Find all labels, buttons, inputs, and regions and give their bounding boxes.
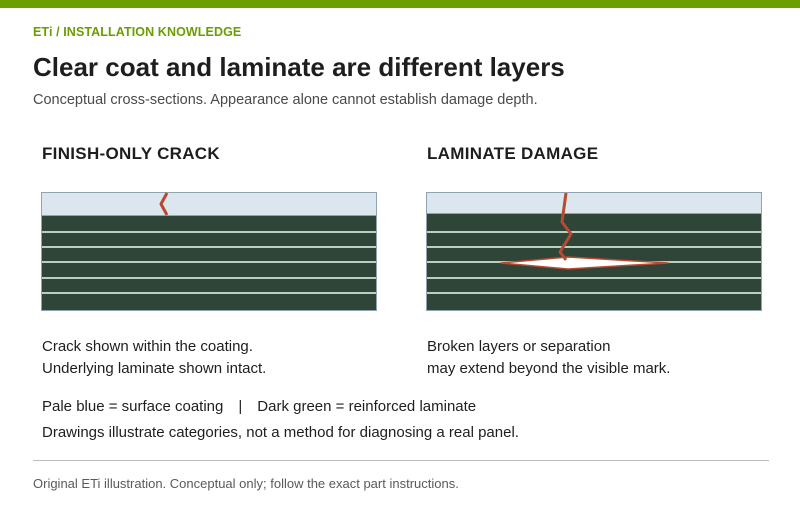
legend-coating: Pale blue = surface coating [42, 398, 224, 415]
laminate-damage-heading: LAMINATE DAMAGE [427, 144, 599, 163]
caption-line: Broken layers or separation [427, 338, 611, 355]
page-title: Clear coat and laminate are different la… [33, 52, 565, 82]
footer-divider [33, 460, 769, 461]
coating-layer [41, 192, 377, 216]
through-crack [558, 192, 573, 261]
caption-line: Underlying laminate shown intact. [42, 359, 267, 377]
laminate-damage-caption: Broken layers or separation may extend b… [427, 336, 670, 379]
footer-credit: Original ETi illustration. Conceptual on… [33, 476, 459, 491]
caption-line: Crack shown within the coating. [42, 338, 253, 355]
top-accent-bar [0, 0, 800, 8]
finish-crack-cross-section [41, 192, 377, 311]
color-legend: Pale blue = surface coating | Dark green =… [42, 398, 476, 415]
section-eyebrow: ETi / INSTALLATION KNOWLEDGE [33, 25, 242, 39]
disclaimer-note: Drawings illustrate categories, not a me… [42, 424, 519, 441]
coating-crack [159, 192, 169, 216]
page-subtitle: Conceptual cross-sections. Appearance al… [33, 92, 538, 108]
finish-crack-caption: Crack shown within the coating. Underlyi… [42, 336, 266, 379]
legend-laminate: Dark green = reinforced laminate [257, 398, 477, 415]
delamination-void [500, 256, 669, 270]
coating-layer [426, 192, 762, 214]
finish-crack-heading: FINISH-ONLY CRACK [42, 144, 220, 163]
caption-line: may extend beyond the visible mark. [427, 359, 671, 377]
legend-separator: | [238, 398, 243, 415]
laminate-plies [42, 231, 376, 294]
laminate-damage-cross-section [426, 192, 762, 311]
laminate-plies [427, 231, 761, 294]
